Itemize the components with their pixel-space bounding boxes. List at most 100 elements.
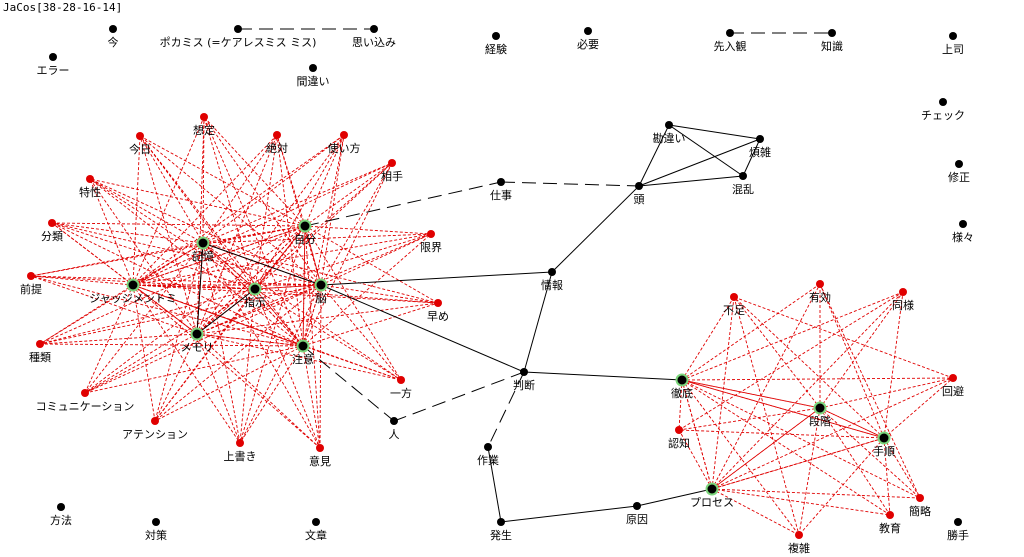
node-samazama[interactable]: [959, 220, 967, 228]
node-aite[interactable]: [388, 159, 396, 167]
node-atama[interactable]: [635, 182, 643, 190]
edge-judg-genkai: [132, 233, 432, 286]
node-error[interactable]: [49, 53, 57, 61]
node-label-pokamisu: ポカミス (=ケアレスミス ミス): [160, 36, 317, 49]
node-shurui[interactable]: [36, 340, 44, 348]
edge-chuui-genkai: [302, 233, 432, 347]
node-zettai[interactable]: [273, 131, 281, 139]
node-senyuukan[interactable]: [726, 29, 734, 37]
node-sagyou[interactable]: [484, 443, 492, 451]
node-label-katte: 勝手: [947, 528, 969, 542]
node-omoikomi[interactable]: [370, 25, 378, 33]
node-katte[interactable]: [954, 518, 962, 526]
node-process[interactable]: [707, 484, 717, 494]
node-konran[interactable]: [739, 172, 747, 180]
node-tokusei[interactable]: [86, 175, 94, 183]
edge-judg-zentei: [30, 275, 134, 286]
node-hito[interactable]: [390, 417, 398, 425]
node-iken[interactable]: [316, 444, 324, 452]
edge-shiji-iken: [254, 288, 321, 449]
node-shiji[interactable]: [250, 284, 260, 294]
node-handan[interactable]: [520, 368, 528, 376]
node-judg[interactable]: [128, 280, 138, 290]
edge-tejun-ninchi: [678, 429, 885, 439]
node-ippou[interactable]: [397, 376, 405, 384]
edge-douyou-ninchi: [678, 291, 904, 431]
edge-jibun-shigoto: [304, 181, 502, 227]
edge-nou-handan: [320, 284, 525, 373]
node-pokamisu[interactable]: [234, 25, 242, 33]
node-fusoku[interactable]: [730, 293, 738, 301]
node-dankai[interactable]: [815, 403, 825, 413]
node-jouhou[interactable]: [548, 268, 556, 276]
node-joushi[interactable]: [949, 32, 957, 40]
node-taisaku[interactable]: [152, 518, 160, 526]
node-hassei[interactable]: [497, 518, 505, 526]
node-chuui[interactable]: [298, 341, 308, 351]
node-genin[interactable]: [633, 502, 641, 510]
node-bunrui[interactable]: [48, 219, 56, 227]
node-hanzatsu[interactable]: [756, 135, 764, 143]
node-ima[interactable]: [109, 25, 117, 33]
node-kaihi[interactable]: [949, 374, 957, 382]
node-keiken[interactable]: [492, 32, 500, 40]
edge-tettei-kaihi: [681, 377, 954, 381]
node-fukuzatsu[interactable]: [795, 531, 803, 539]
edge-jibun-zentei: [30, 225, 306, 277]
node-chishiki[interactable]: [828, 29, 836, 37]
node-kanchigai[interactable]: [665, 121, 673, 129]
node-genkai[interactable]: [427, 230, 435, 238]
node-label-atama: 頭: [634, 193, 645, 206]
node-nou[interactable]: [316, 280, 326, 290]
node-kyou[interactable]: [136, 132, 144, 140]
node-jibun[interactable]: [300, 221, 310, 231]
node-zentei[interactable]: [27, 272, 35, 280]
node-attention[interactable]: [151, 417, 159, 425]
node-tejun[interactable]: [879, 433, 889, 443]
node-kioku[interactable]: [198, 238, 208, 248]
node-comm[interactable]: [81, 389, 89, 397]
edge-kanchigai-hanzatsu: [668, 124, 761, 140]
node-label-tokusei: 特性: [79, 185, 101, 199]
edge-handan-hito: [393, 371, 525, 422]
edge-memori-attention: [154, 333, 198, 422]
node-machigai[interactable]: [309, 64, 317, 72]
node-houhou[interactable]: [57, 503, 65, 511]
node-label-kyouiku: 教育: [879, 521, 901, 535]
node-kyouiku[interactable]: [886, 511, 894, 519]
node-hayame[interactable]: [434, 299, 442, 307]
node-label-zettai: 絶対: [266, 141, 288, 155]
node-label-kanryaku: 簡略: [909, 504, 931, 518]
node-memori[interactable]: [192, 329, 202, 339]
edge-nou-soutei: [203, 116, 322, 286]
node-label-nou: 脳: [316, 292, 327, 305]
edge-shiji-kyou: [139, 135, 256, 290]
node-hitsuyou[interactable]: [584, 27, 592, 35]
edge-tettei-kyouiku: [681, 379, 891, 516]
node-soutei[interactable]: [200, 113, 208, 121]
node-yuukou[interactable]: [816, 280, 824, 288]
edge-handan-tettei: [523, 371, 683, 381]
node-kanryaku[interactable]: [916, 494, 924, 502]
node-check[interactable]: [939, 98, 947, 106]
node-ninchi[interactable]: [675, 426, 683, 434]
node-tsukaikata[interactable]: [340, 131, 348, 139]
edge-memori-bunrui: [51, 222, 198, 335]
node-bunshou[interactable]: [312, 518, 320, 526]
node-douyou[interactable]: [899, 288, 907, 296]
node-label-dankai: 段階: [809, 414, 831, 428]
node-uwagaki[interactable]: [236, 439, 244, 447]
edge-dankai-fusoku: [733, 296, 821, 409]
edge-process-tejun: [711, 437, 885, 490]
node-shigoto[interactable]: [497, 178, 505, 186]
node-label-memori: メモリ: [181, 341, 214, 354]
edge-memori-zettai: [196, 134, 278, 335]
edge-nou-comm: [84, 284, 322, 394]
edge-kioku-uwagaki: [202, 242, 241, 444]
node-label-judg: ジャッジメントミ: [89, 292, 176, 305]
node-shuusei[interactable]: [955, 160, 963, 168]
node-tettei[interactable]: [677, 375, 687, 385]
edge-chuui-iken: [302, 345, 321, 449]
node-label-zentei: 前提: [20, 282, 42, 296]
